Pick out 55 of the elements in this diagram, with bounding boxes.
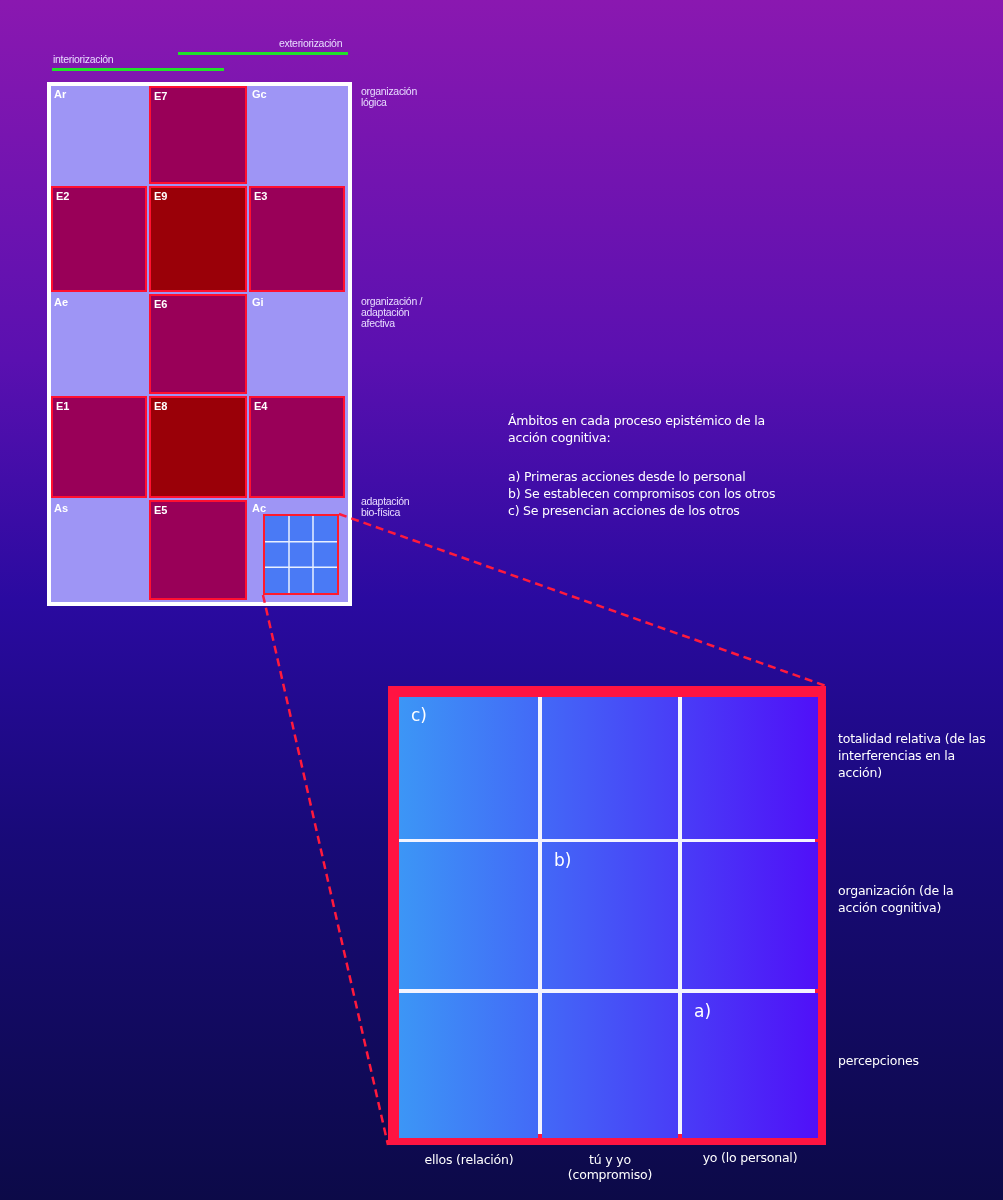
- grid-cell: [249, 396, 345, 498]
- heading-text: Ámbitos en cada proceso epistémico de la acción cognitiva:: [508, 412, 767, 446]
- item-marker: b): [554, 850, 572, 870]
- list-item: b) Se establecen compromisos con los otros: [508, 485, 777, 502]
- matrix-cell: [399, 993, 538, 1138]
- grid-cell: [149, 396, 247, 498]
- matrix-cell: [542, 993, 678, 1138]
- grid-frame: [47, 82, 352, 606]
- cell-label: E2: [56, 190, 70, 202]
- axis-label: interiorización: [53, 54, 115, 65]
- grid-cell: [149, 186, 247, 292]
- cell-label: E9: [154, 190, 168, 202]
- item-marker: a): [694, 1001, 712, 1021]
- matrix-cell: [542, 697, 678, 839]
- grid-cell: [51, 396, 147, 498]
- grid-cell: [149, 294, 247, 394]
- grid-cell: [51, 186, 147, 292]
- cell-label: E5: [154, 504, 168, 516]
- row-label: percepciones: [838, 1052, 920, 1069]
- cell-label: E1: [56, 400, 70, 412]
- cell-label: E3: [254, 190, 268, 202]
- cell-label: Ac: [252, 502, 267, 514]
- item-marker: c): [411, 705, 427, 725]
- grid-cell: [149, 500, 247, 600]
- cell-label: E4: [254, 400, 268, 412]
- row-label: organización lógica: [361, 86, 418, 108]
- zoom-guide-line: [261, 594, 390, 1146]
- list-item: a) Primeras acciones desde lo personal: [508, 468, 747, 485]
- axis-label: exteriorización: [279, 38, 344, 49]
- column-label: yo (lo personal): [701, 1150, 799, 1165]
- matrix-cell: [682, 993, 818, 1138]
- matrix-frame: [388, 686, 826, 1145]
- cell-label: Gi: [252, 296, 264, 308]
- matrix-cell: [399, 697, 538, 839]
- cell-label: Ae: [54, 296, 69, 308]
- row-label: organización / adaptación afectiva: [361, 296, 424, 329]
- matrix-cell: [399, 842, 538, 989]
- matrix-cell: [682, 697, 818, 839]
- column-label: ellos (relación): [424, 1152, 514, 1167]
- column-label: tú y yo (compromiso): [566, 1152, 654, 1182]
- zoom-guide-line: [338, 512, 827, 688]
- cell-label: E8: [154, 400, 168, 412]
- cell-label: E7: [154, 90, 168, 102]
- matrix-cell: [682, 842, 818, 989]
- row-label: adaptación bio-física: [361, 496, 411, 518]
- grid-cell: [149, 86, 247, 184]
- row-label: organización (de la acción cognitiva): [838, 882, 955, 916]
- cell-label: E6: [154, 298, 168, 310]
- cell-label: As: [54, 502, 69, 514]
- cell-label: Gc: [252, 88, 267, 100]
- row-label: totalidad relativa (de las interferencias en la acción): [838, 730, 987, 781]
- cell-label: Ar: [54, 88, 67, 100]
- matrix-cell: [542, 842, 678, 989]
- list-item: c) Se presencian acciones de los otros: [508, 502, 741, 519]
- grid-cell: [249, 186, 345, 292]
